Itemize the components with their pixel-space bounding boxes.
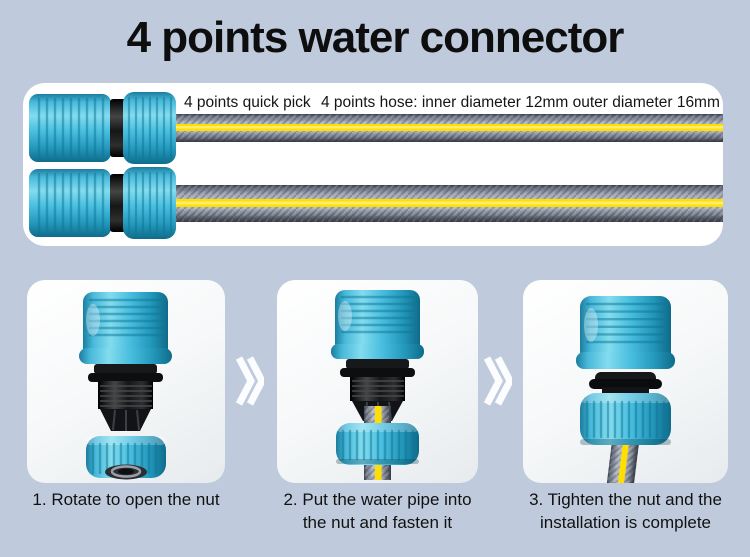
hero-product-card: 4 points quick pick 4 points hose: inner… xyxy=(23,83,723,246)
connector-body xyxy=(79,292,172,364)
step-2-connector-photo xyxy=(331,290,424,480)
hero-label-hose-spec: 4 points hose: inner diameter 12mm outer… xyxy=(321,94,720,111)
step-2-caption: 2. Put the water pipe into the nut and f… xyxy=(283,490,472,532)
hose-top xyxy=(165,114,723,142)
connector-nut-fastened xyxy=(336,423,419,465)
hose-bottom xyxy=(165,185,723,222)
connector-body xyxy=(331,290,424,359)
connector-black-ring xyxy=(589,372,662,395)
step-panel-2 xyxy=(277,280,478,483)
hero-label-quick-pick: 4 points quick pick xyxy=(184,94,311,111)
connector-nut-tightened xyxy=(580,393,671,445)
quick-connector-top xyxy=(29,92,176,164)
double-chevron-right-icon xyxy=(236,356,264,406)
water-pipe xyxy=(605,436,640,483)
step-panel-3 xyxy=(523,280,728,483)
step-3-connector-photo xyxy=(576,296,675,483)
quick-connector-bottom xyxy=(29,167,176,239)
connector-thread-claw xyxy=(88,364,163,431)
step-panel-1 xyxy=(27,280,225,483)
page-title: 4 points water connector xyxy=(126,13,625,62)
hose-connectors-photo xyxy=(29,92,723,239)
double-chevron-right-icon xyxy=(484,356,512,406)
connector-nut-open xyxy=(86,436,166,480)
step-3-caption: 3. Tighten the nut and the installation … xyxy=(529,490,722,532)
connector-body xyxy=(576,296,675,369)
step-1-connector-photo xyxy=(79,292,172,480)
step-1-caption: 1. Rotate to open the nut xyxy=(32,490,220,509)
